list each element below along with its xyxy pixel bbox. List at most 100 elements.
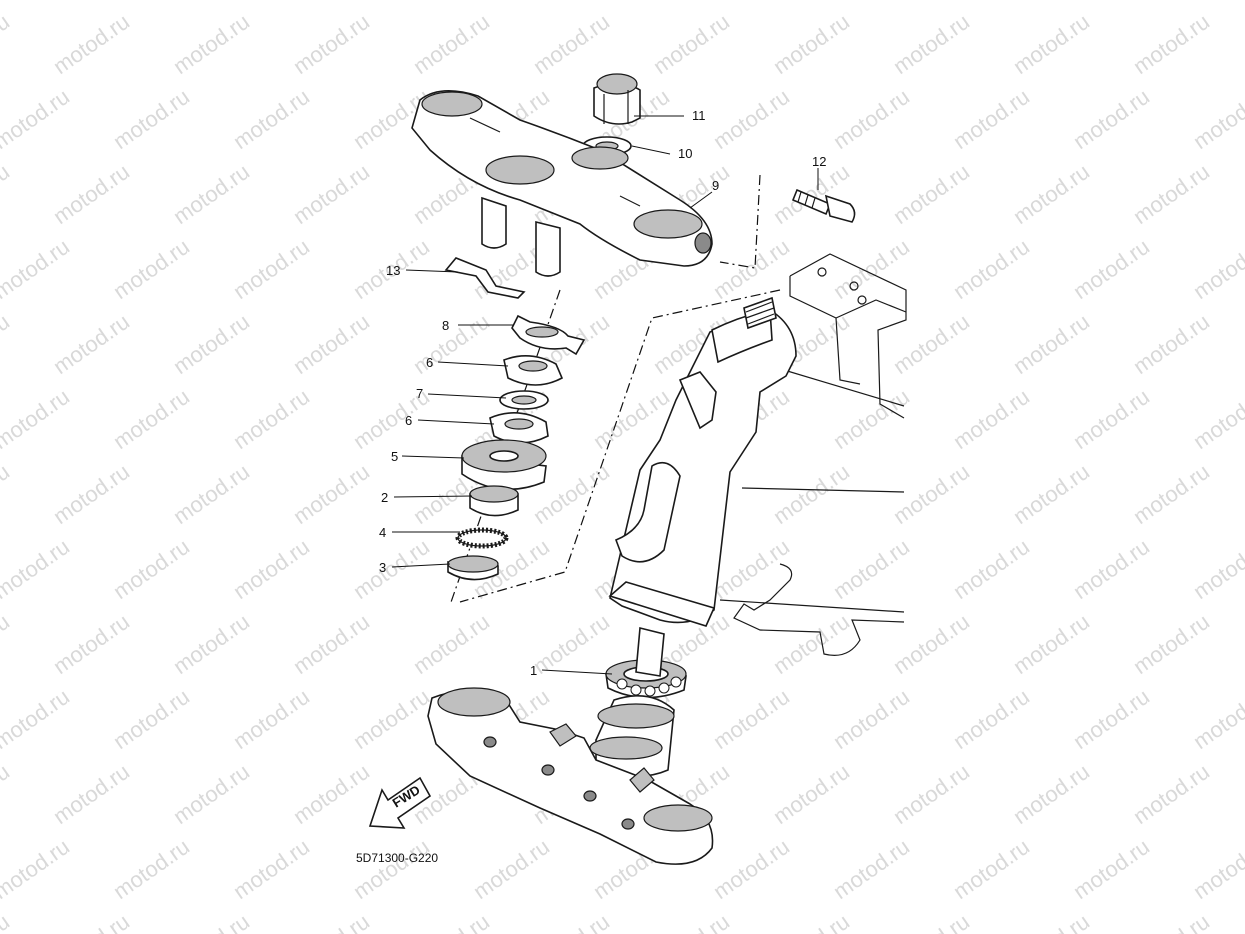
watermark-text: motod.ru xyxy=(169,9,254,79)
upper-race-part xyxy=(469,485,519,517)
watermark-text: motod.ru xyxy=(229,534,314,604)
watermark-text: motod.ru xyxy=(709,84,794,154)
watermark-text: motod.ru xyxy=(1129,309,1214,379)
callout-leaders xyxy=(391,115,819,675)
watermark-text: motod.ru xyxy=(349,0,434,4)
watermark-text: motod.ru xyxy=(1009,609,1094,679)
watermark-text: motod.ru xyxy=(1069,534,1154,604)
watermark-text: motod.ru xyxy=(409,9,494,79)
watermark-text: motod.ru xyxy=(0,684,74,754)
watermark-text: motod.ru xyxy=(949,684,1034,754)
watermark-text: motod.ru xyxy=(1129,159,1214,229)
watermark-text: motod.ru xyxy=(829,84,914,154)
watermark-text: motod.ru xyxy=(709,684,794,754)
frame-head-pipe xyxy=(608,253,907,656)
watermark-text: motod.ru xyxy=(469,834,554,904)
watermark-text: motod.ru xyxy=(0,309,14,379)
callout-3: 3 xyxy=(379,560,386,575)
watermark-text: motod.ru xyxy=(49,759,134,829)
watermark-text: motod.ru xyxy=(1189,534,1245,604)
watermark-text: motod.ru xyxy=(889,609,974,679)
watermark-text: motod.ru xyxy=(529,609,614,679)
dust-cover-part xyxy=(461,439,547,491)
callout-9: 9 xyxy=(712,178,719,193)
watermark-text: motod.ru xyxy=(889,9,974,79)
watermark-text: motod.ru xyxy=(169,759,254,829)
callout-13: 13 xyxy=(386,263,400,278)
bearing-balls xyxy=(616,676,682,697)
watermark-text: motod.ru xyxy=(1129,609,1214,679)
watermark-text: motod.ru xyxy=(109,0,194,4)
callouts: 11 10 9 12 13 8 6 7 6 5 2 4 3 1 xyxy=(379,108,826,678)
watermark-text: motod.ru xyxy=(0,0,74,4)
watermark-text: motod.ru xyxy=(949,234,1034,304)
watermark-text: motod.ru xyxy=(169,159,254,229)
watermark-text: motod.ru xyxy=(109,834,194,904)
watermark-text: motod.ru xyxy=(349,534,434,604)
lower-race-part xyxy=(447,555,499,581)
watermark-text: motod.ru xyxy=(889,909,974,934)
watermark-text: motod.ru xyxy=(1189,834,1245,904)
watermark-text: motod.ru xyxy=(0,84,74,154)
watermark-text: motod.ru xyxy=(409,909,494,934)
watermark-text: motod.ru xyxy=(289,9,374,79)
watermark-text: motod.ru xyxy=(829,0,914,4)
watermark-text: motod.ru xyxy=(289,909,374,934)
watermark-text: motod.ru xyxy=(1189,0,1245,4)
watermark-text: motod.ru xyxy=(709,834,794,904)
watermark-text: motod.ru xyxy=(889,759,974,829)
watermark-text: motod.ru xyxy=(1069,834,1154,904)
watermark-text: motod.ru xyxy=(949,384,1034,454)
watermark-text: motod.ru xyxy=(49,309,134,379)
watermark-text: motod.ru xyxy=(0,459,14,529)
watermark-text: motod.ru xyxy=(229,84,314,154)
watermark-text: motod.ru xyxy=(49,609,134,679)
callout-8: 8 xyxy=(442,318,449,333)
watermark-text: motod.ru xyxy=(589,0,674,4)
watermark-text: motod.ru xyxy=(829,534,914,604)
diagram-code: 5D71300-G220 xyxy=(356,851,438,865)
callout-12: 12 xyxy=(812,154,826,169)
watermark-text: motod.ru xyxy=(409,309,494,379)
watermark-text: motod.ru xyxy=(349,834,434,904)
watermark-text: motod.ru xyxy=(0,834,74,904)
watermark-text: motod.ru xyxy=(649,909,734,934)
watermark-text: motod.ru xyxy=(49,9,134,79)
watermark-text: motod.ru xyxy=(49,459,134,529)
watermark-text: motod.ru xyxy=(229,384,314,454)
watermark-text: motod.ru xyxy=(889,159,974,229)
callout-7: 7 xyxy=(416,386,423,401)
watermark-text: motod.ru xyxy=(109,84,194,154)
watermark-text: motod.ru xyxy=(1069,0,1154,4)
watermark-text: motod.ru xyxy=(229,834,314,904)
watermark-text: motod.ru xyxy=(649,9,734,79)
ring-nut-lower-part xyxy=(489,412,549,444)
watermark-text: motod.ru xyxy=(229,234,314,304)
watermark-text: motod.ru xyxy=(0,534,74,604)
plate-part xyxy=(444,257,526,299)
watermark-text: motod.ru xyxy=(1189,384,1245,454)
watermark-text: motod.ru xyxy=(769,759,854,829)
watermark-text: motod.ru xyxy=(709,0,794,4)
watermark-text: motod.ru xyxy=(49,159,134,229)
callout-1: 1 xyxy=(530,663,537,678)
watermark-text: motod.ru xyxy=(889,309,974,379)
watermark-text: motod.ru xyxy=(769,909,854,934)
watermark-text: motod.ru xyxy=(289,309,374,379)
watermark-text: motod.ru xyxy=(469,0,554,4)
watermark-text: motod.ru xyxy=(949,84,1034,154)
watermark-text: motod.ru xyxy=(289,159,374,229)
watermark-text: motod.ru xyxy=(289,609,374,679)
lower-bracket-stem-part xyxy=(427,626,714,865)
watermark-text: motod.ru xyxy=(0,234,74,304)
watermark-text: motod.ru xyxy=(1009,9,1094,79)
watermark-text: motod.ru xyxy=(289,759,374,829)
callout-2: 2 xyxy=(381,490,388,505)
watermark-text: motod.ru xyxy=(529,909,614,934)
watermark-text: motod.ru xyxy=(169,609,254,679)
watermark-text: motod.ru xyxy=(0,159,14,229)
watermark-text: motod.ru xyxy=(169,309,254,379)
watermark-text: motod.ru xyxy=(829,684,914,754)
watermark-text: motod.ru xyxy=(1129,759,1214,829)
